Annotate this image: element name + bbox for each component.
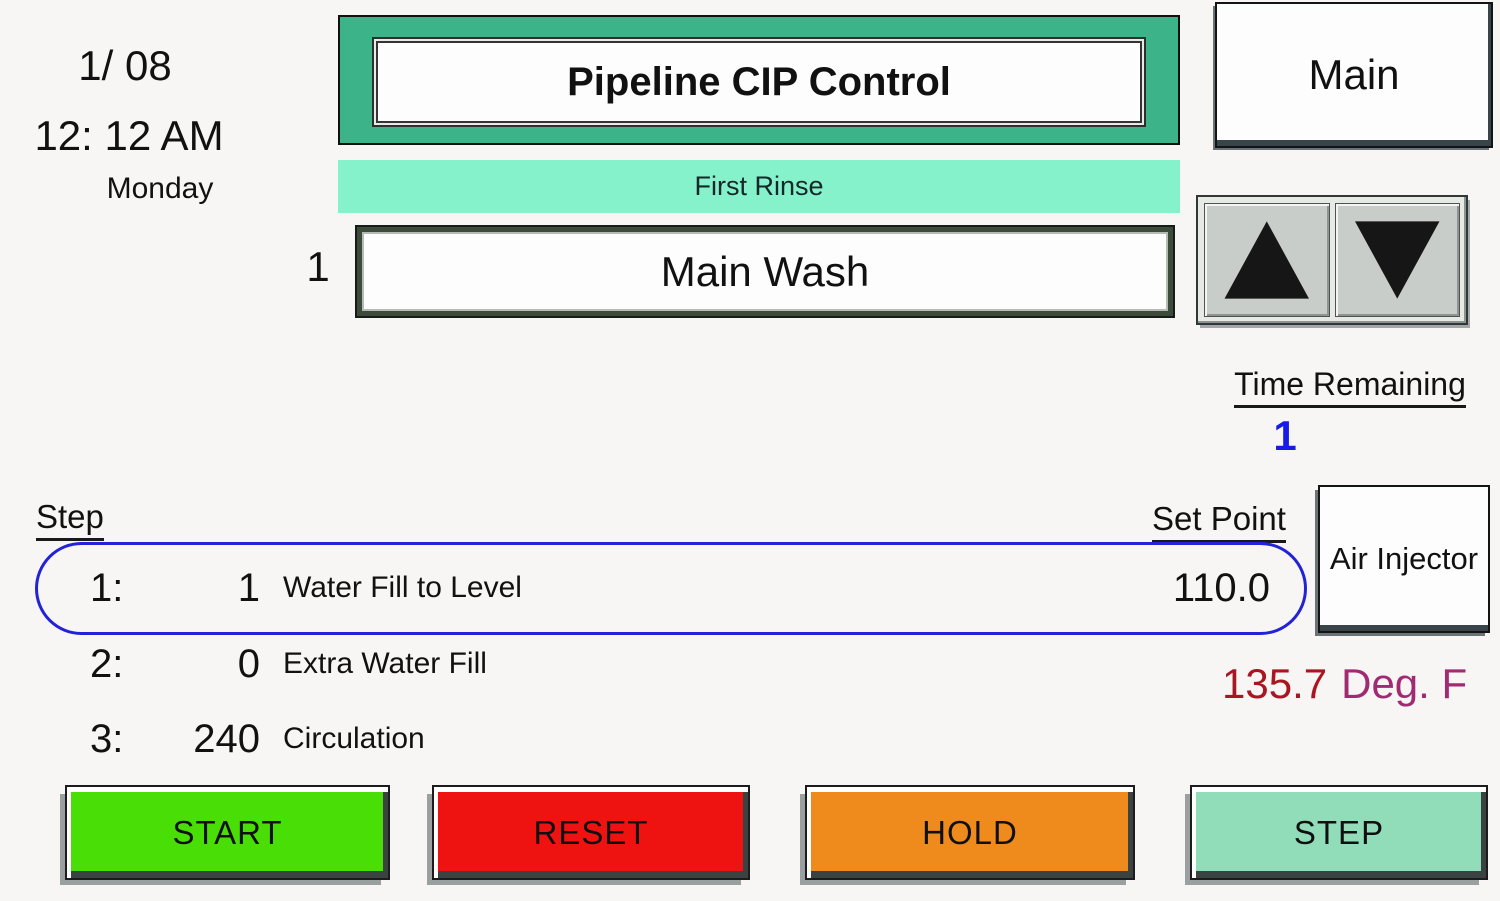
- temperature-readout: 135.7 Deg. F: [1222, 660, 1492, 708]
- page-title: Pipeline CIP Control: [376, 41, 1142, 123]
- title-frame: Pipeline CIP Control: [338, 15, 1180, 145]
- step-label: Circulation: [283, 722, 425, 755]
- step-header-label: Step: [36, 498, 104, 541]
- program-number: 1: [306, 243, 330, 290]
- clock-date: 1/ 08: [78, 42, 172, 89]
- air-injector-label: Air Injector: [1329, 541, 1479, 576]
- reset-button[interactable]: RESET: [432, 785, 750, 880]
- phase-banner: First Rinse: [338, 160, 1180, 213]
- step-number: 1:: [90, 566, 124, 610]
- temperature-unit: Deg. F: [1341, 660, 1468, 707]
- program-name: Main Wash: [362, 232, 1168, 311]
- program-name-frame: Main Wash: [355, 225, 1175, 318]
- scroll-up-button[interactable]: [1204, 203, 1330, 317]
- up-arrow-icon: [1224, 221, 1309, 299]
- time-remaining-header: Time Remaining: [1205, 366, 1495, 408]
- main-nav-label: Main: [1308, 51, 1400, 98]
- step-button[interactable]: STEP: [1190, 785, 1488, 880]
- start-button[interactable]: START: [65, 785, 390, 880]
- step-row-1: 1: 1 Water Fill to Level 110.0: [0, 556, 1320, 620]
- active-step-highlight: [35, 542, 1307, 635]
- time-remaining-value: 1: [1273, 412, 1297, 459]
- hold-button-label: HOLD: [922, 813, 1018, 851]
- step-row-2: 2: 0 Extra Water Fill: [0, 632, 1320, 696]
- phase-label: First Rinse: [694, 171, 824, 201]
- air-injector-button[interactable]: Air Injector: [1318, 485, 1490, 633]
- reset-button-label: RESET: [533, 813, 649, 851]
- time-remaining-label: Time Remaining: [1234, 366, 1466, 408]
- step-button-label: STEP: [1293, 813, 1385, 851]
- step-row-3: 3: 240 Circulation: [0, 707, 1320, 771]
- scroll-down-button[interactable]: [1334, 203, 1460, 317]
- step-label: Extra Water Fill: [283, 647, 487, 680]
- clock-time: 12: 12 AM: [34, 112, 224, 159]
- clock-day: Monday: [106, 172, 214, 205]
- down-arrow-icon: [1355, 221, 1440, 299]
- setpoint-header-label: Set Point: [1152, 500, 1286, 543]
- step-setpoint-value: 110.0: [1172, 566, 1270, 610]
- temperature-value: 135.7: [1222, 660, 1328, 707]
- step-column-header: Step: [36, 498, 104, 541]
- step-value: 1: [237, 566, 260, 610]
- setpoint-column-header: Set Point: [1152, 500, 1286, 543]
- main-nav-button[interactable]: Main: [1215, 2, 1493, 148]
- hold-button[interactable]: HOLD: [805, 785, 1135, 880]
- step-label: Water Fill to Level: [283, 571, 522, 604]
- step-number: 3:: [90, 717, 124, 761]
- step-value: 0: [237, 642, 260, 686]
- step-value: 240: [193, 717, 260, 761]
- step-number: 2:: [90, 642, 124, 686]
- start-button-label: START: [172, 813, 283, 851]
- program-scroller: [1196, 195, 1468, 325]
